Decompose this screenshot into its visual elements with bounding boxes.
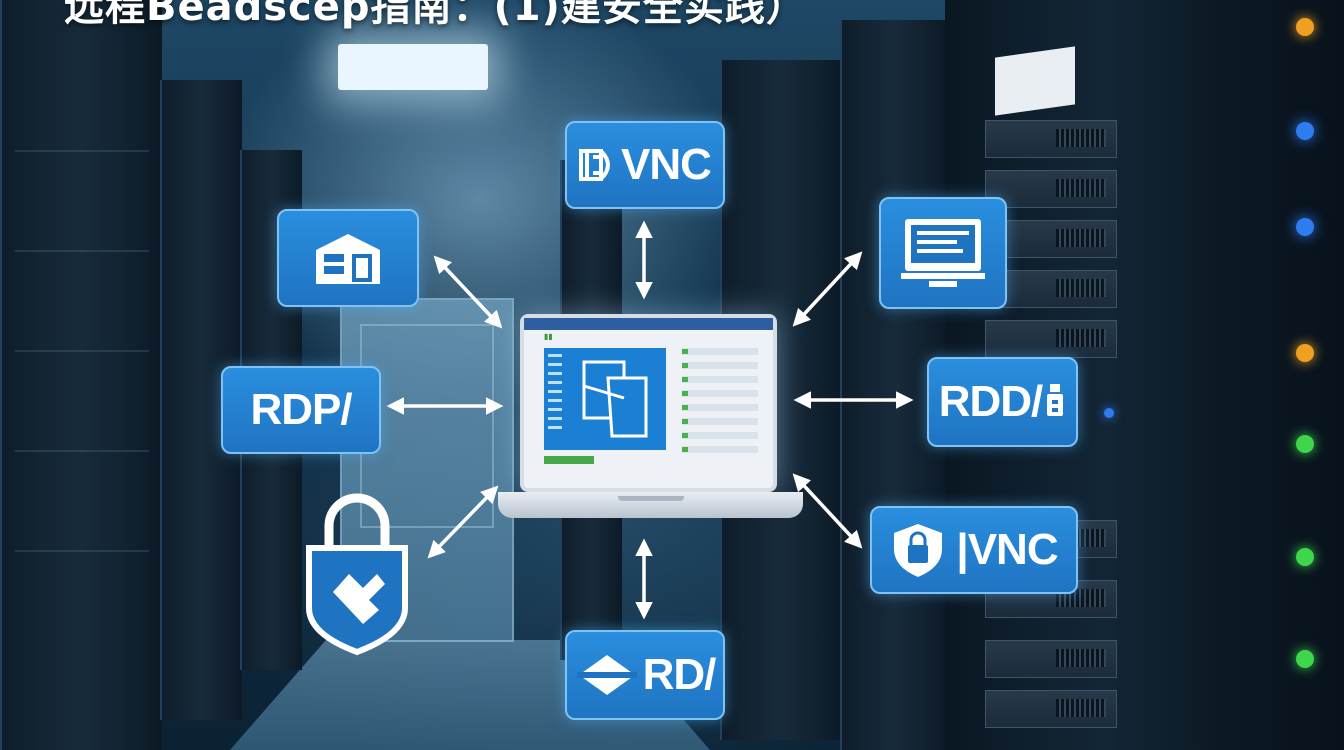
tile-building[interactable] [277, 209, 419, 307]
arrow-left-top [433, 255, 503, 329]
shield-lock-icon [894, 524, 943, 577]
tile-vnc-shield[interactable]: |VNC [870, 506, 1078, 594]
tile-rd[interactable]: RD/ [565, 630, 725, 720]
status-led [1296, 218, 1314, 236]
app-logo: ▮▮ [544, 332, 553, 341]
status-led [1296, 122, 1314, 140]
arrow-right-top [792, 251, 863, 327]
arrow-left-bottom [427, 485, 499, 559]
tile-label: RD/ [642, 650, 717, 699]
remote-desktop-pane [544, 348, 666, 450]
status-led [1296, 650, 1314, 668]
tile-rdd[interactable]: RDD/ [927, 357, 1078, 447]
usb-plug-icon [1047, 384, 1064, 416]
document-icon [582, 360, 648, 438]
status-led [1296, 18, 1314, 36]
tile-padlock[interactable] [303, 488, 411, 656]
tile-label: |VNC [956, 525, 1058, 574]
tile-vnc-top[interactable]: VNC [565, 121, 725, 209]
laptop-notch [618, 496, 684, 501]
monitor-icon [901, 219, 985, 287]
tile-label: VNC [621, 140, 712, 189]
arrow-right-bottom [792, 473, 863, 549]
window-titlebar [524, 318, 773, 330]
status-led [1296, 344, 1314, 362]
tile-rdp[interactable]: RDP/ [221, 366, 381, 454]
laptop-screen[interactable]: ▮▮ [520, 314, 777, 492]
tile-monitor[interactable] [879, 197, 1007, 309]
diamond-icon [576, 655, 637, 695]
padlock-shield-icon [306, 493, 408, 656]
rdp-glyph-icon [579, 149, 611, 181]
left-rack-near [0, 0, 162, 750]
building-icon [316, 234, 380, 284]
status-led [1104, 408, 1114, 418]
side-list [682, 348, 758, 460]
connect-button[interactable] [544, 456, 594, 464]
tile-label: RDD/ [938, 377, 1044, 426]
tile-label: RDP/ [250, 385, 352, 434]
status-led [1296, 435, 1314, 453]
ceiling-light [338, 44, 488, 90]
status-led [1296, 548, 1314, 566]
page-title: 远程Beadscep指南：(1)建安全实践） [64, 0, 807, 30]
